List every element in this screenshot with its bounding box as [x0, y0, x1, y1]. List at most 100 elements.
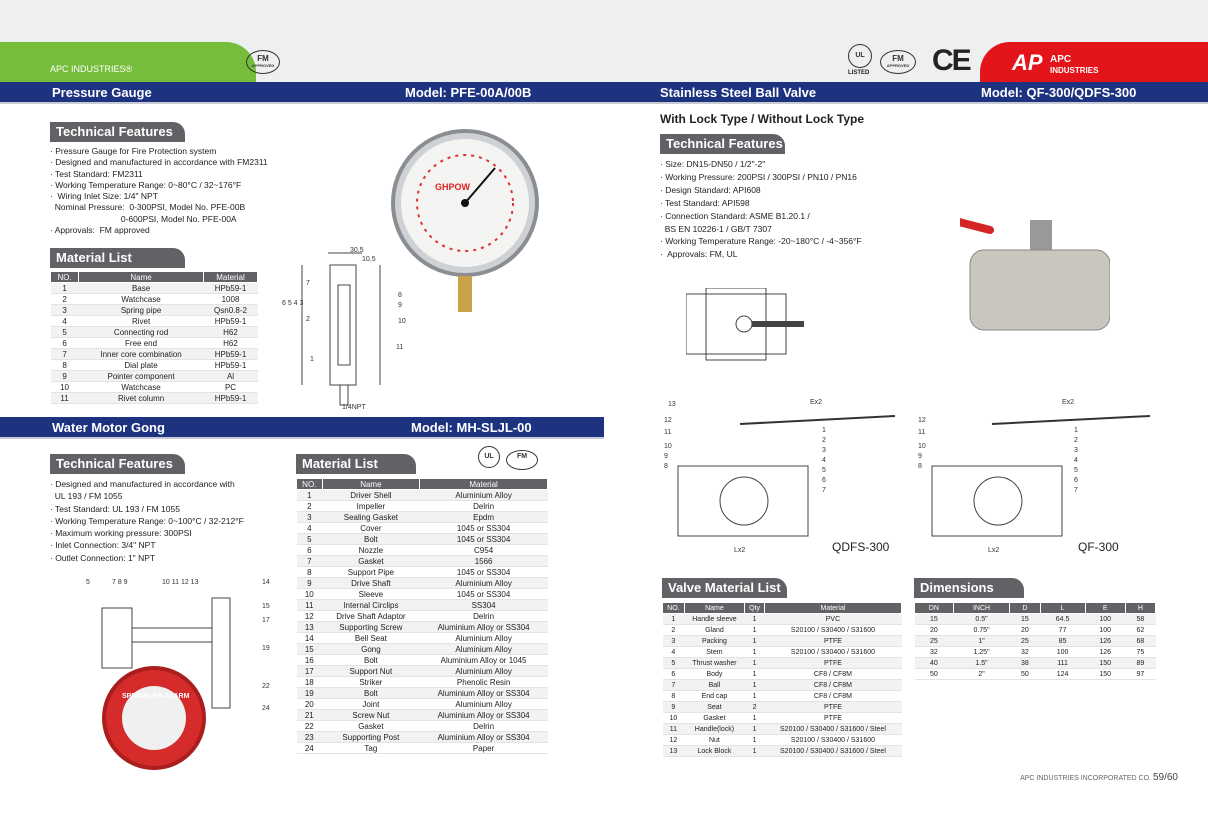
table-cell: 89 — [1125, 657, 1156, 669]
pressure-gauge-image: GHPOW — [391, 129, 539, 312]
table-cell: 97 — [1125, 668, 1156, 680]
table-cell: Body — [684, 668, 745, 680]
footer: APC INDUSTRIES INCORPORATED CO. 59/60 — [1020, 772, 1178, 783]
table-cell: PVC — [764, 613, 902, 625]
table-cell: Nozzle — [322, 544, 420, 556]
table-cell: 20 — [1009, 624, 1041, 636]
table-cell: Delrin — [419, 720, 548, 732]
svg-text:24: 24 — [262, 705, 270, 712]
svg-text:3: 3 — [1074, 447, 1078, 454]
table-cell: 2 — [296, 500, 323, 512]
table-cell: 15 — [296, 643, 323, 655]
gauge-features-list: · Pressure Gauge for Fire Protection sys… — [50, 146, 350, 236]
table-cell: 100 — [1085, 613, 1126, 625]
table-cell: 9 — [662, 701, 685, 713]
table-cell: 2 — [744, 701, 765, 713]
feature-line: · Working Pressure: 200PSI / 300PSI / PN… — [660, 171, 857, 182]
valve-body — [969, 249, 1110, 331]
table-cell: 1 — [296, 489, 323, 501]
table-cell: S20100 / S30400 / S31600 — [764, 624, 902, 636]
column-header: Name — [78, 271, 204, 283]
valve-title-bar: Stainless Steel Ball Valve Model: QF-300… — [604, 82, 1208, 104]
table-cell: 1.25" — [953, 646, 1010, 658]
table-cell: PC — [203, 381, 258, 393]
table-cell: 13 — [662, 745, 685, 757]
table-cell: Watchcase — [78, 381, 204, 393]
table-cell: Joint — [322, 698, 420, 710]
table-cell: 100 — [1040, 646, 1086, 658]
table-cell: Gland — [684, 624, 745, 636]
svg-text:6: 6 — [822, 477, 826, 484]
table-cell: 40 — [914, 657, 954, 669]
feature-line: · Inlet Connection: 3/4" NPT — [50, 540, 156, 551]
table-cell: Epdm — [419, 511, 548, 523]
table-cell: 7 — [50, 348, 79, 360]
column-header: NO. — [296, 478, 323, 490]
column-header: Name — [321, 478, 421, 490]
table-cell: Bell Seat — [322, 632, 420, 644]
table-cell: 8 — [296, 566, 323, 578]
table-cell: Drive Shaft — [322, 577, 420, 589]
feature-line: · Outlet Connection: 1" NPT — [50, 552, 156, 563]
table-cell: Phenolic Resin — [419, 676, 548, 688]
svg-text:13: 13 — [668, 401, 676, 408]
svg-text:7 8 9: 7 8 9 — [112, 579, 128, 586]
table-cell: 58 — [1125, 613, 1156, 625]
feature-line: BS EN 10226-1 / GB/T 7307 — [660, 223, 772, 234]
table-cell: 4 — [296, 522, 323, 534]
column-header: Material — [203, 271, 258, 283]
table-cell: Spring pipe — [78, 304, 204, 316]
table-cell: 1566 — [419, 555, 548, 567]
table-cell: 1 — [744, 734, 765, 746]
qdfs-label: QDFS-300 — [832, 540, 890, 554]
feature-line: · Working Temperature Range: -20~180°C /… — [660, 236, 862, 247]
table-cell: Gasket — [322, 720, 420, 732]
table-cell: Screw Nut — [322, 709, 420, 721]
qf-label: QF-300 — [1078, 540, 1119, 554]
table-cell: 1.5" — [953, 657, 1010, 669]
table-cell: 7 — [296, 555, 323, 567]
svg-text:11: 11 — [664, 429, 671, 436]
table-cell: 16 — [296, 654, 323, 666]
gauge-scale — [416, 154, 514, 252]
gong-bell-outline — [211, 597, 231, 709]
table-cell: 1 — [744, 646, 765, 658]
table-cell: 8 — [50, 359, 79, 371]
table-cell: 77 — [1040, 624, 1086, 636]
table-cell: Connecting rod — [78, 326, 204, 338]
table-cell: 50 — [1009, 668, 1041, 680]
table-cell: Gong — [322, 643, 420, 655]
table-cell: End cap — [684, 690, 745, 702]
table-cell: Bolt — [322, 687, 420, 699]
feature-line: · Working Temperature Range: 0~80°C / 32… — [50, 179, 242, 190]
svg-text:10 11 12 13: 10 11 12 13 — [162, 579, 199, 586]
table-cell: Rivet — [78, 315, 204, 327]
gong-bell-text: SPRINKLER ALARM — [122, 693, 190, 700]
table-cell: 1 — [744, 668, 765, 680]
gong-shaft-outline — [131, 627, 213, 643]
column-header: Material — [763, 602, 903, 614]
table-cell: 8 — [662, 690, 685, 702]
table-cell: Striker — [322, 676, 420, 688]
table-cell: 22 — [296, 720, 323, 732]
column-header: NO. — [662, 602, 685, 614]
svg-text:1/4NPT: 1/4NPT — [342, 404, 366, 411]
table-cell: Inner core combination — [78, 348, 204, 360]
